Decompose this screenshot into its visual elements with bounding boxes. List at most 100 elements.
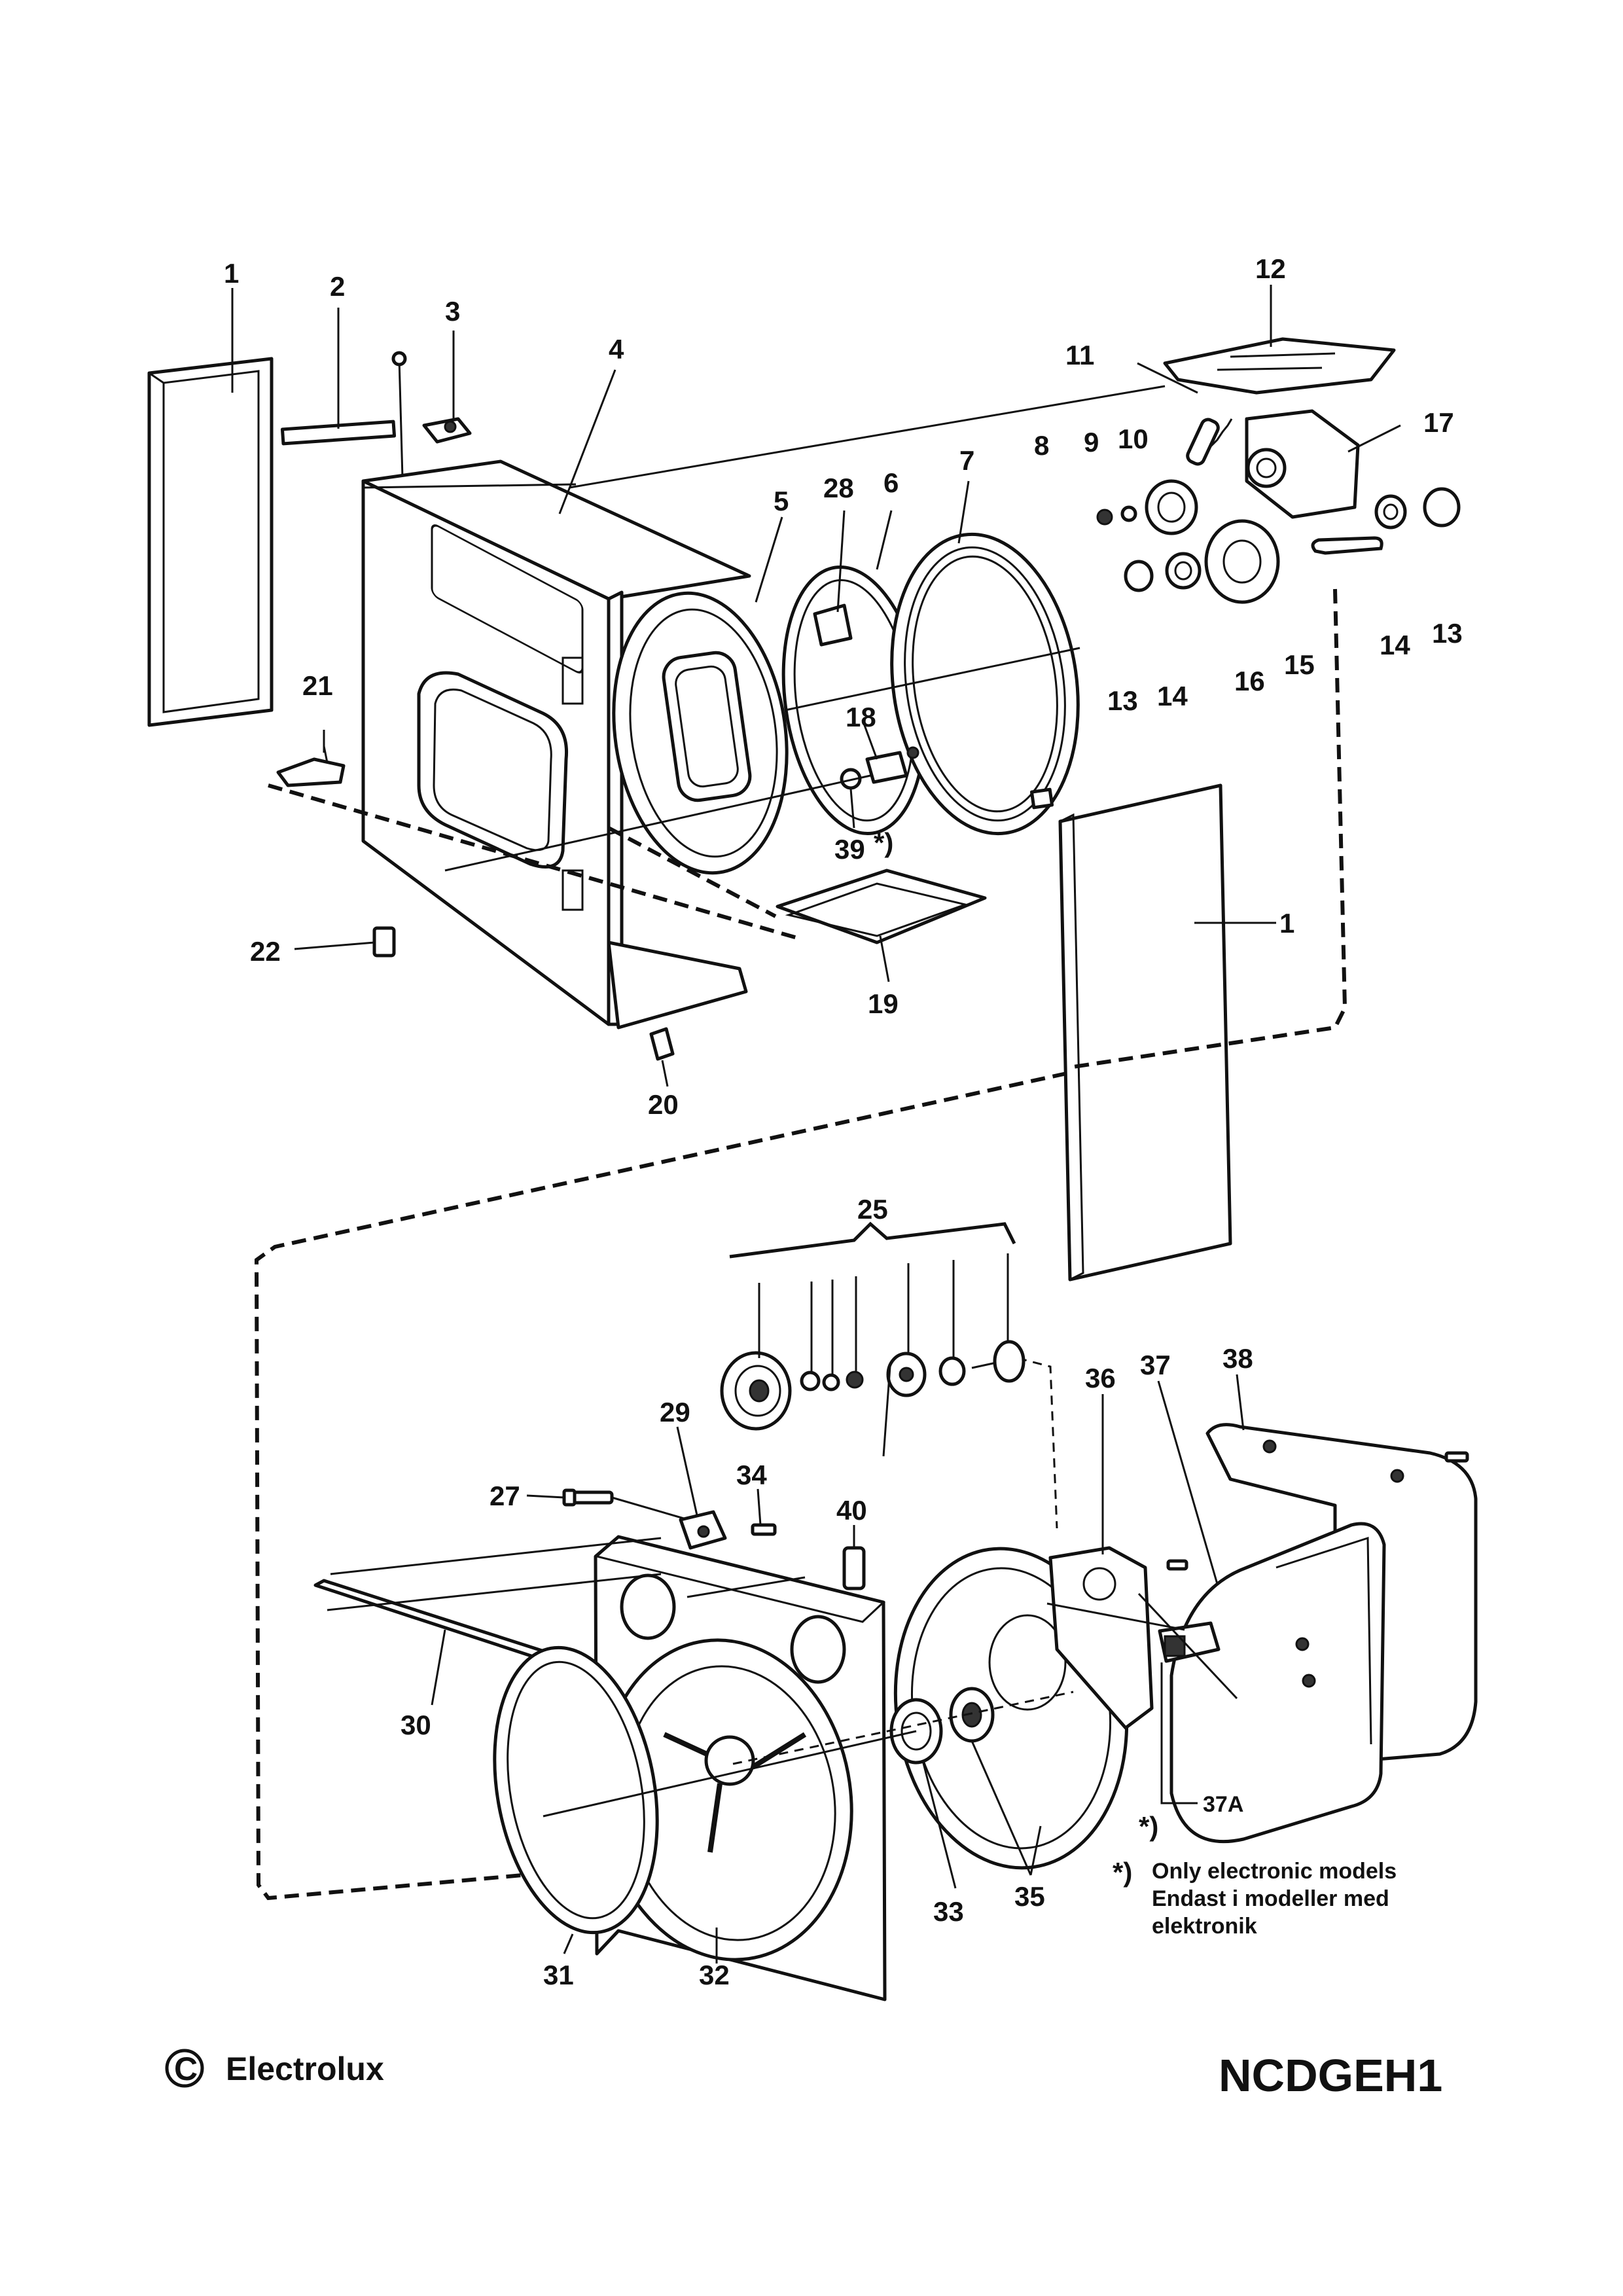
foot-22	[372, 926, 396, 958]
footnote-line-1: Only electronic models	[1152, 1859, 1397, 1884]
part-25-leaders	[758, 1253, 1009, 1374]
callout-27: 27	[490, 1480, 520, 1511]
callout-13-right: 13	[1432, 618, 1463, 649]
callout-12: 12	[1255, 253, 1286, 284]
clip-part	[813, 603, 853, 647]
copyright-icon	[165, 2049, 204, 2088]
seal-35	[949, 1687, 995, 1743]
callout-39-marker: *)	[874, 827, 893, 858]
lower-dashed-connector	[254, 1071, 1067, 1901]
nut-8	[1096, 509, 1113, 526]
lower-alignment-lines	[327, 1496, 1238, 1818]
footer: C Electrolux NCDGEH1	[165, 2049, 1442, 2101]
callout-10: 10	[1118, 423, 1149, 454]
callout-1-right: 1	[1279, 908, 1294, 939]
callout-30: 30	[401, 1710, 431, 1740]
front-panel-32	[594, 1535, 887, 2001]
callout-22: 22	[250, 936, 281, 967]
screw-34	[751, 1523, 777, 1536]
callout-20: 20	[648, 1089, 679, 1120]
bearing-14a	[1165, 552, 1202, 590]
callout-8: 8	[1034, 430, 1049, 461]
nut-small	[846, 1371, 864, 1389]
washer-small-b	[822, 1373, 840, 1391]
washer-small-a	[800, 1371, 821, 1391]
callout-38: 38	[1222, 1343, 1253, 1374]
side-panel-right	[1029, 783, 1232, 1282]
screw-top-right	[1444, 1451, 1469, 1463]
front-bearing-ring	[612, 591, 789, 875]
callout-3: 3	[445, 296, 460, 327]
bearing-14b	[1374, 494, 1407, 529]
block-20	[649, 1027, 675, 1061]
small-bracket	[422, 417, 472, 444]
footnote-line-3: elektronik	[1152, 1914, 1257, 1939]
callout-37: 37	[1140, 1350, 1171, 1380]
footnote: *) Only electronic models Endast i model…	[1113, 1857, 1397, 1939]
callout-32: 32	[699, 1960, 730, 1990]
callout-25: 25	[857, 1194, 888, 1225]
component-40	[842, 1546, 866, 1590]
motor-bracket	[1245, 409, 1360, 519]
callout-14-left: 14	[1157, 681, 1188, 711]
callout-31: 31	[543, 1960, 574, 1990]
hub-16	[1204, 519, 1280, 604]
callout-2: 2	[330, 271, 345, 302]
callout-21: 21	[302, 670, 333, 701]
shaft-end	[971, 1340, 1026, 1383]
cap-13b	[1423, 487, 1461, 528]
leader-lines	[231, 285, 1401, 1964]
washer-9	[1120, 505, 1137, 522]
door-seal-31	[493, 1645, 659, 1935]
upper-alignment-lines	[268, 385, 1347, 1069]
brand-name: Electrolux	[226, 2051, 384, 2087]
cabinet-body	[361, 459, 751, 1030]
callout-numbers: 1 2 3 4 5 28 6 7 8 9 10 11 12 17 13 14 1…	[224, 253, 1463, 1990]
tension-spring	[1186, 418, 1233, 466]
callout-7: 7	[959, 445, 974, 476]
callout-34: 34	[736, 1460, 767, 1490]
fan-wheel	[720, 1351, 792, 1431]
catch-21	[276, 745, 346, 787]
callout-11: 11	[1065, 340, 1094, 370]
footnote-marker: *)	[1113, 1857, 1132, 1888]
callout-14-right: 14	[1380, 630, 1410, 660]
bracket-36	[1048, 1546, 1154, 1730]
screw-27	[562, 1488, 614, 1507]
callout-18: 18	[846, 702, 876, 732]
top-screw	[391, 351, 407, 478]
bracket-18	[865, 746, 919, 784]
callout-39: 39	[834, 834, 865, 865]
heater-shield-37	[1169, 1522, 1386, 1844]
copyright-letter: C	[174, 2051, 198, 2087]
wire-clip-15	[1311, 536, 1383, 555]
callout-35: 35	[1014, 1881, 1045, 1912]
screw-pair	[1166, 1559, 1316, 1688]
callout-1-left: 1	[224, 258, 239, 289]
callout-37a-marker: *)	[1139, 1811, 1158, 1842]
pulley-10	[1145, 479, 1198, 535]
callout-15: 15	[1284, 649, 1315, 680]
model-code: NCDGEH1	[1219, 2050, 1442, 2101]
group-bracket-25	[729, 1221, 1016, 1259]
callout-13-left: 13	[1107, 685, 1138, 716]
bearing-13a	[1124, 560, 1154, 592]
hinge-block-29	[679, 1510, 727, 1550]
callout-19: 19	[868, 988, 899, 1019]
callout-16: 16	[1234, 666, 1265, 696]
callout-4: 4	[609, 334, 624, 365]
callout-17: 17	[1423, 407, 1454, 438]
callout-33: 33	[933, 1896, 964, 1927]
callout-6: 6	[883, 467, 899, 498]
callout-9: 9	[1084, 427, 1099, 457]
top-mounting-plate	[1163, 337, 1396, 395]
callout-5: 5	[774, 486, 789, 516]
callout-29: 29	[660, 1397, 690, 1427]
bearing-small	[938, 1356, 966, 1386]
footnote-line-2: Endast i modeller med	[1152, 1886, 1389, 1911]
bottom-tray	[776, 869, 987, 944]
callout-28: 28	[823, 473, 854, 503]
callout-36: 36	[1085, 1363, 1116, 1393]
callout-40: 40	[836, 1495, 867, 1526]
